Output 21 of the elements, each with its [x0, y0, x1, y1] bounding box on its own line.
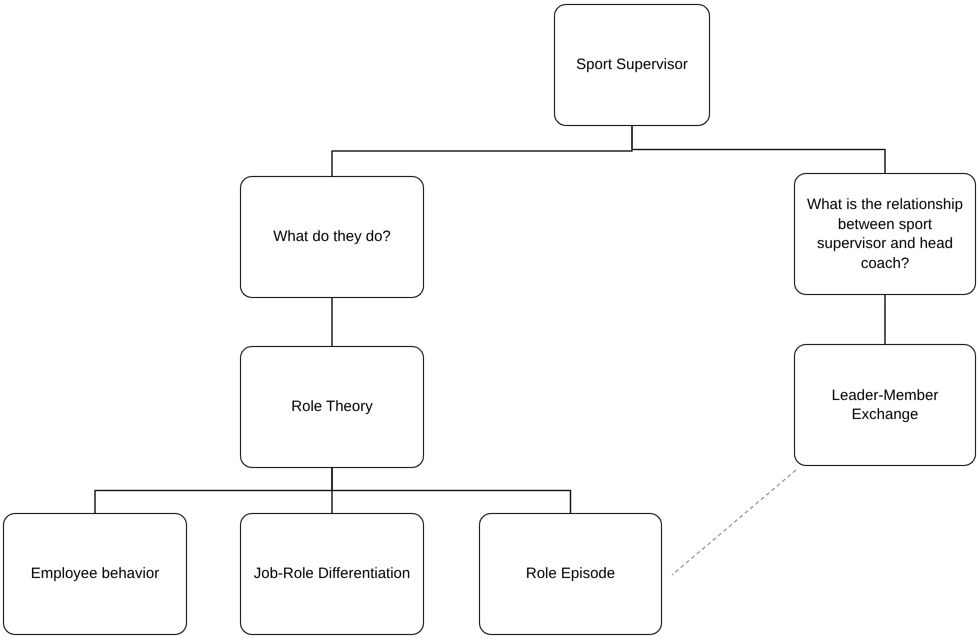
- connector-line: [331, 298, 333, 346]
- rounded-box: [794, 173, 976, 295]
- rounded-box: [240, 346, 424, 468]
- box-label: What do they do?: [273, 227, 391, 247]
- box-label: Employee behavior: [30, 564, 160, 584]
- box-label: Role Episode: [526, 564, 616, 584]
- rounded-box: [479, 513, 662, 635]
- rounded-box: [3, 513, 187, 635]
- rounded-box: [240, 176, 424, 298]
- box-label: Job-Role Differentiation: [254, 564, 410, 584]
- rounded-box: [794, 344, 976, 466]
- dashed-connector: [672, 470, 796, 576]
- connector-line: [884, 295, 886, 344]
- box-label: Role Theory: [291, 397, 373, 417]
- box-label: What is the relationship between sport supervisor and head coach?: [807, 195, 963, 273]
- rounded-box: [554, 4, 710, 126]
- connector-line: [331, 468, 572, 513]
- connector-line: [631, 126, 886, 173]
- box-label: Leader-Member Exchange: [830, 386, 940, 424]
- rounded-box: [240, 513, 424, 635]
- box-label: Sport Supervisor: [576, 55, 688, 75]
